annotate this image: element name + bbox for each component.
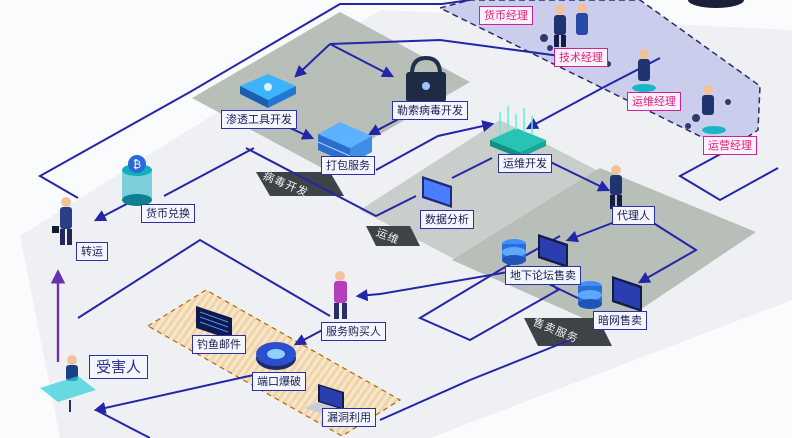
node-tech-manager[interactable]: 技术经理 [554, 48, 608, 67]
node-operations-manager[interactable]: 运营经理 [703, 136, 757, 155]
person-icon [576, 3, 588, 35]
zone-management [437, 0, 761, 151]
lock-icon [406, 55, 446, 102]
flow-main-loop [37, 3, 442, 199]
node-pentest-tool-dev[interactable]: 渗透工具开发 [221, 110, 297, 129]
flow-top-right [441, 0, 471, 5]
svg-text:₿: ₿ [133, 158, 141, 171]
node-service-buyer[interactable]: 服务购买人 [321, 322, 386, 341]
server-icon [490, 106, 546, 158]
person-icon [40, 355, 96, 412]
gear-icon [540, 34, 731, 129]
flow-bottom-right [379, 339, 571, 421]
node-currency-exchange[interactable]: 货币兑换 [141, 204, 195, 223]
flow-victim-bottom [95, 409, 151, 438]
database-icon [578, 281, 602, 309]
flow-agent-to-forum [565, 219, 621, 243]
flow-mgr-right [677, 149, 779, 202]
flow-phish-to-victim [93, 373, 259, 414]
zone-virus-dev [192, 12, 470, 168]
gear-icon [256, 342, 296, 370]
node-data-analysis[interactable]: 数据分析 [420, 210, 474, 229]
person-icon [632, 49, 656, 92]
node-ops-manager[interactable]: 运维经理 [627, 92, 681, 111]
person-icon [554, 5, 566, 47]
node-victim[interactable]: 受害人 [89, 355, 149, 379]
envelope-icon [196, 306, 232, 340]
node-ops-dev[interactable]: 运维开发 [498, 154, 552, 173]
tag-virus-dev-bg [256, 172, 344, 196]
node-phishing-mail[interactable]: 钓鱼邮件 [192, 335, 246, 354]
person-icon [334, 271, 347, 319]
person-icon [610, 165, 622, 209]
flow-agent-to-darknet [635, 211, 698, 284]
flow-ops-to-analysis [451, 157, 493, 179]
node-transfer[interactable]: 转运 [76, 242, 108, 261]
node-ransomware-dev[interactable]: 勒索病毒开发 [392, 101, 468, 120]
node-exploit[interactable]: 漏洞利用 [322, 408, 376, 427]
node-underground-forum-sale[interactable]: 地下论坛售卖 [505, 266, 581, 285]
database-icon [502, 239, 526, 265]
dark-disk [688, 0, 744, 8]
chip-icon [240, 74, 296, 108]
node-packing-service[interactable]: 打包服务 [321, 156, 375, 175]
flow-pack-to-ops [375, 120, 495, 171]
flow-analysis-to-pack [245, 147, 417, 218]
flow-currency-left [163, 147, 255, 197]
monitor-icon [612, 276, 642, 312]
flow-lines [37, 0, 779, 438]
flow-tech-to-pentest [294, 43, 331, 78]
flow-tech-to-ransom [329, 43, 395, 78]
person-icon [52, 197, 72, 245]
flow-buyer-loop [77, 238, 331, 319]
node-port-blasting[interactable]: 端口爆破 [252, 372, 306, 391]
node-currency-manager[interactable]: 货币经理 [479, 6, 533, 25]
node-agent[interactable]: 代理人 [612, 206, 655, 225]
bitcoin-icon: ₿ [122, 155, 152, 206]
monitor-icon [538, 234, 568, 268]
person-icon [702, 85, 726, 134]
tag-ops-bg [366, 226, 420, 246]
node-darknet-sale[interactable]: 暗网售卖 [593, 311, 647, 330]
zone-trade [452, 168, 756, 330]
flow-top-branch [329, 38, 561, 57]
tag-trade-bg [524, 318, 612, 346]
flow-darknet-to-buyer [355, 268, 591, 305]
